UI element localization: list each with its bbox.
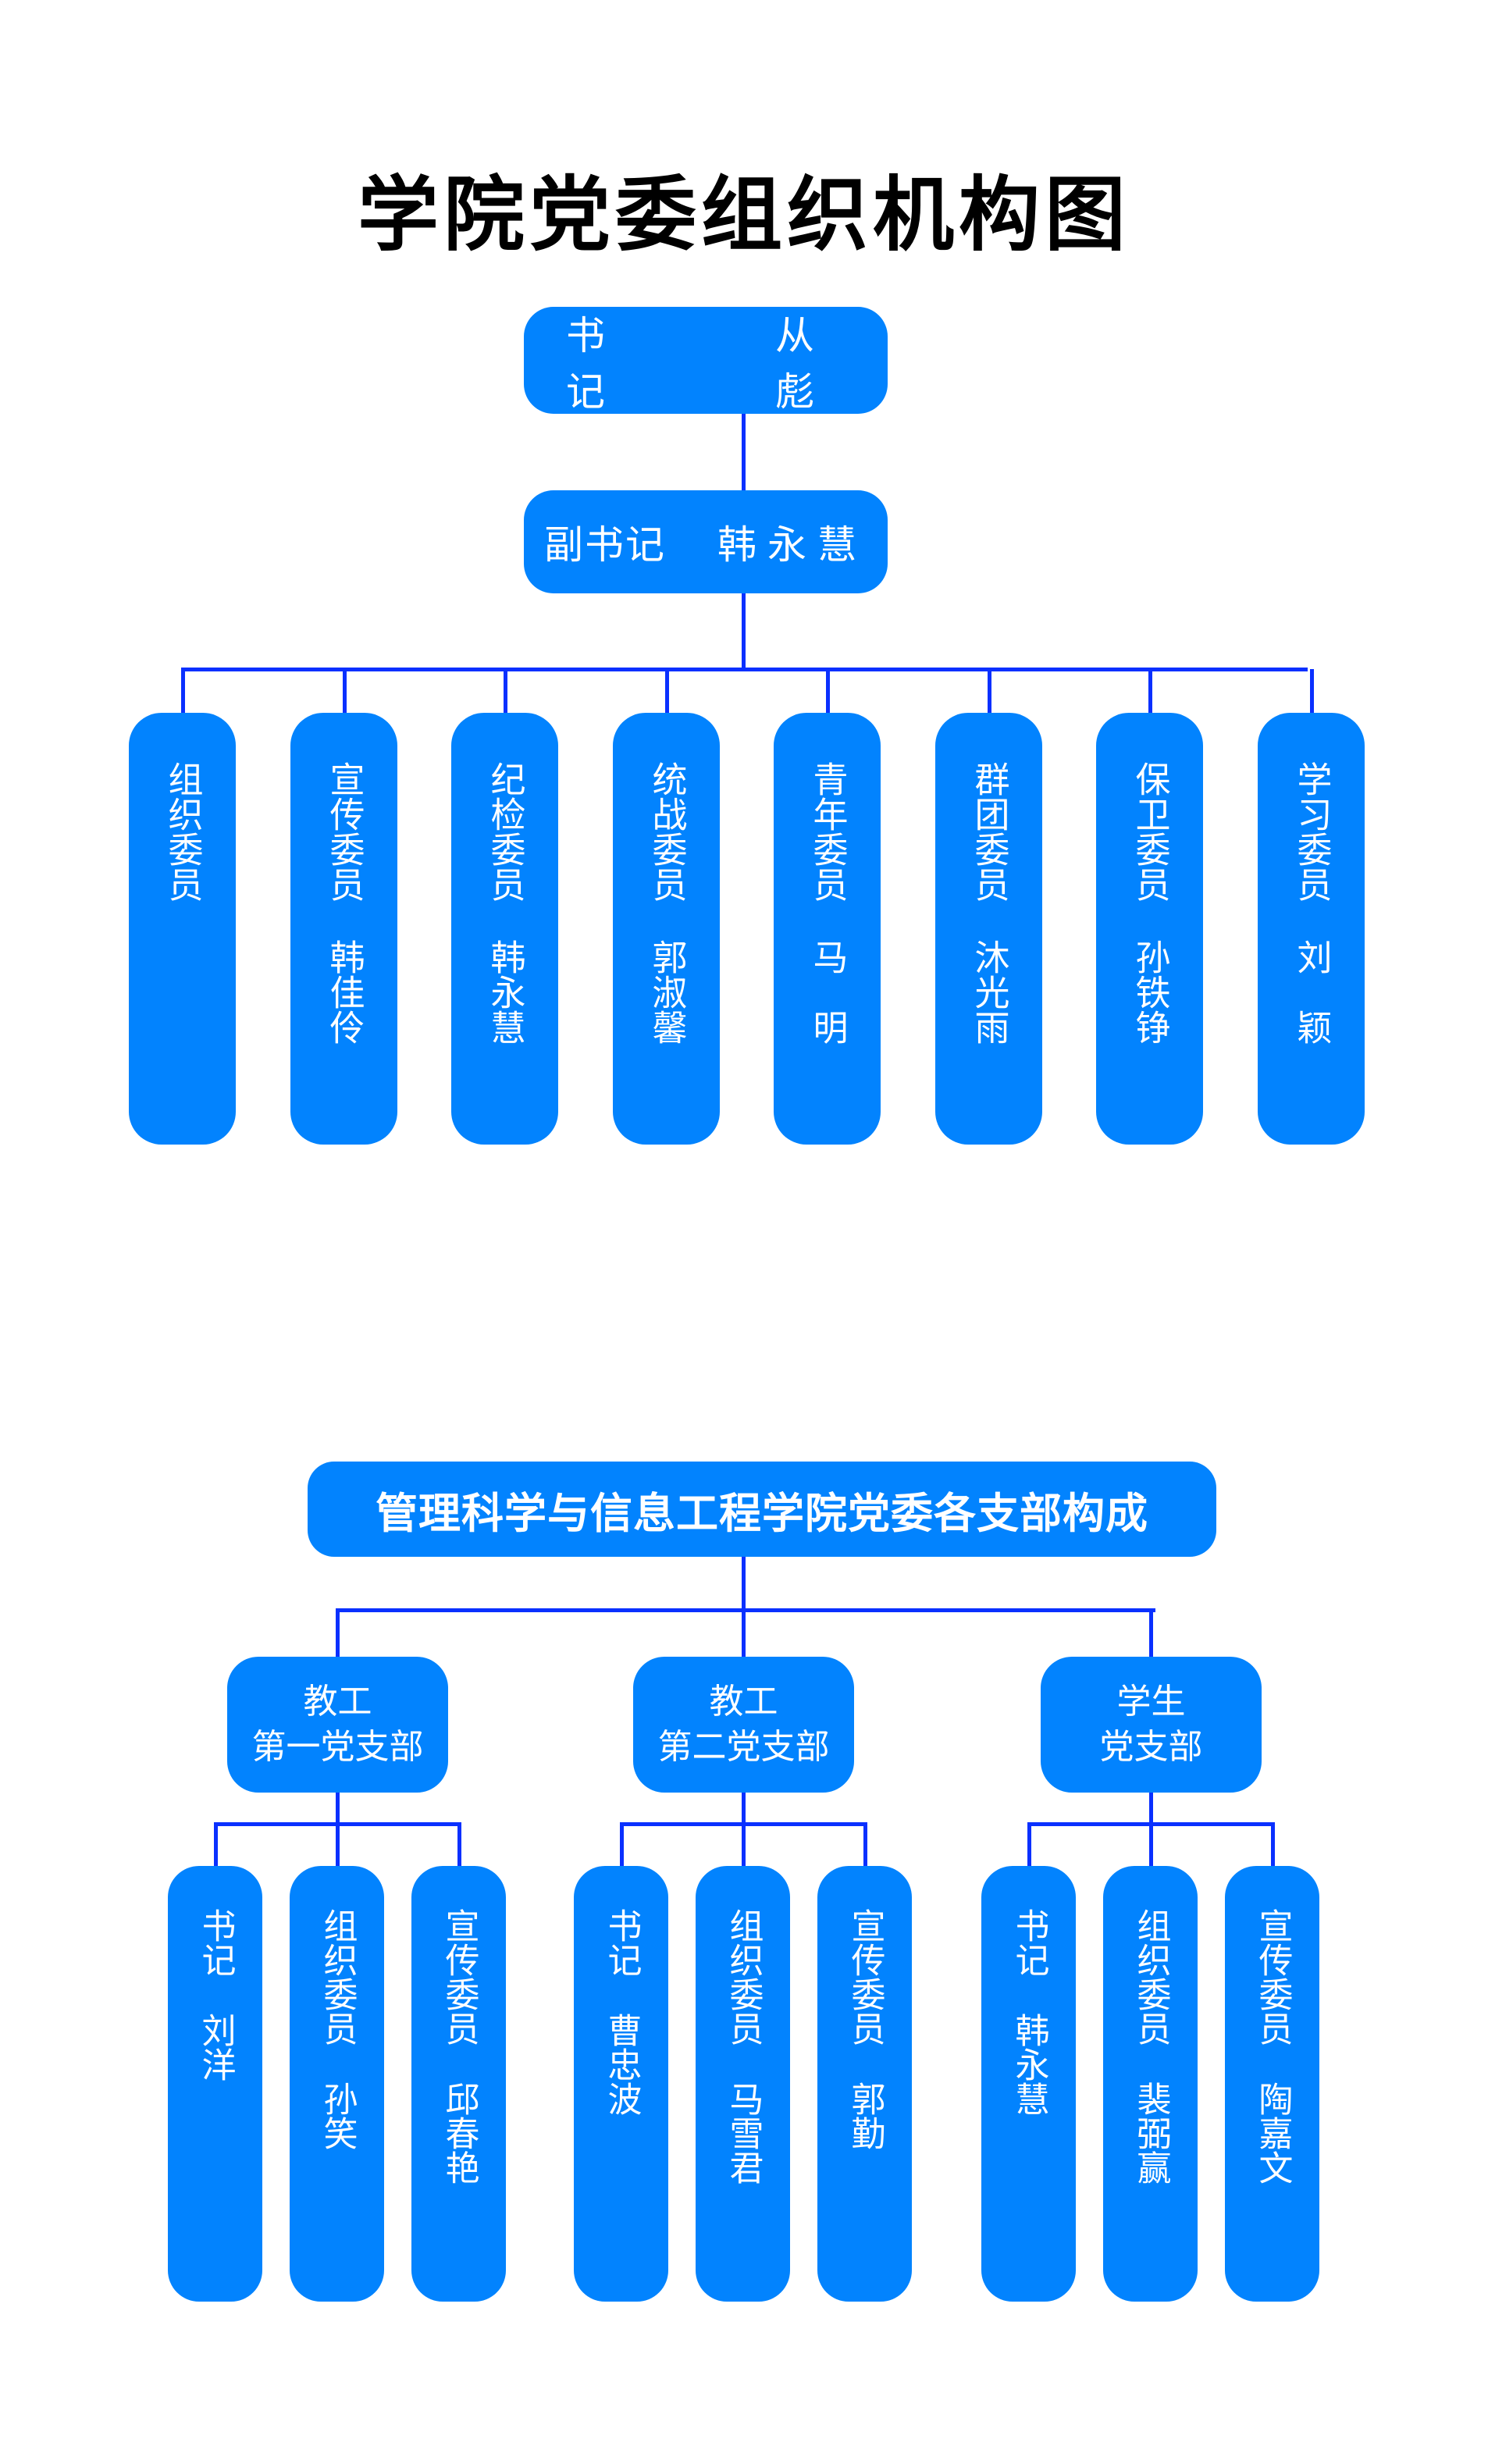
committee-member-box[interactable]: 青年委员马 明 bbox=[774, 713, 881, 1145]
member-role: 组织委员 bbox=[723, 1908, 764, 2046]
connector-committee bbox=[504, 669, 507, 713]
committee-member-box[interactable]: 纪检委员韩永慧 bbox=[451, 713, 558, 1145]
member-role: 书记 bbox=[601, 1908, 642, 1977]
member-role: 宣传委员 bbox=[1252, 1908, 1293, 2046]
connector-member bbox=[620, 1824, 624, 1869]
branch-member-box[interactable]: 宣传委员郭勤 bbox=[817, 1866, 912, 2302]
branch-member-box[interactable]: 书记刘洋 bbox=[168, 1866, 262, 2302]
committee-name: 郭淑馨 bbox=[646, 939, 688, 1045]
committee-role: 学习委员 bbox=[1290, 761, 1333, 902]
committee-role: 统战委员 bbox=[646, 761, 688, 902]
branch-name: 第二党支部 bbox=[657, 1727, 830, 1767]
committee-role: 群团委员 bbox=[968, 761, 1010, 902]
branches-title: 管理科学与信息工程学院党委各支部构成 bbox=[376, 1488, 1148, 1538]
connector-member bbox=[863, 1824, 867, 1869]
member-role: 书记 bbox=[195, 1908, 236, 1977]
branch-box[interactable]: 教工第二党支部 bbox=[633, 1657, 854, 1793]
member-name: 孙笑 bbox=[317, 2081, 358, 2150]
connector-branch-bus bbox=[1149, 1793, 1153, 1824]
branch-member-box[interactable]: 组织委员孙笑 bbox=[290, 1866, 384, 2302]
member-role: 组织委员 bbox=[317, 1908, 358, 2046]
connector-member bbox=[1027, 1824, 1031, 1869]
connector-committee bbox=[1310, 669, 1314, 713]
member-role: 宣传委员 bbox=[845, 1908, 885, 2046]
committee-name: 沐光雨 bbox=[968, 939, 1010, 1045]
branch-type: 教工 bbox=[709, 1682, 778, 1722]
connector-member bbox=[457, 1824, 461, 1869]
committee-member-box[interactable]: 群团委员沐光雨 bbox=[935, 713, 1042, 1145]
branches-bus bbox=[336, 1608, 1155, 1612]
member-role: 宣传委员 bbox=[439, 1908, 479, 2046]
member-name: 邱春艳 bbox=[439, 2081, 479, 2184]
connector-member bbox=[742, 1824, 746, 1869]
committee-role: 组织委员 bbox=[162, 761, 204, 902]
committee-member-box[interactable]: 学习委员刘 颖 bbox=[1258, 713, 1365, 1145]
committee-name: 马 明 bbox=[806, 939, 849, 1045]
committee-member-box[interactable]: 组织委员 bbox=[129, 713, 236, 1145]
secretary-name: 从 彪 bbox=[775, 312, 845, 415]
connector-committee bbox=[988, 669, 991, 713]
connector-branch-bus bbox=[742, 1793, 746, 1824]
committee-role: 宣传委员 bbox=[323, 761, 365, 902]
connector-committee bbox=[826, 669, 830, 713]
connector-member bbox=[1149, 1824, 1153, 1869]
connector-member bbox=[1271, 1824, 1275, 1869]
member-name: 刘洋 bbox=[195, 2013, 236, 2081]
branch-member-box[interactable]: 宣传委员邱春艳 bbox=[411, 1866, 506, 2302]
branch-member-box[interactable]: 书记曹忠波 bbox=[574, 1866, 668, 2302]
committee-name: 韩佳伶 bbox=[323, 939, 365, 1045]
connector-committee bbox=[343, 669, 347, 713]
deputy-name: 韩永慧 bbox=[717, 522, 867, 568]
committee-role: 青年委员 bbox=[806, 761, 849, 902]
deputy-secretary-box[interactable]: 副书记 韩永慧 bbox=[524, 490, 888, 593]
connector-committee bbox=[1148, 669, 1152, 713]
member-name: 裴弼赢 bbox=[1130, 2081, 1171, 2184]
branch-type: 教工 bbox=[303, 1682, 372, 1722]
member-name: 陶嘉文 bbox=[1252, 2081, 1293, 2184]
branch-type: 学生 bbox=[1116, 1682, 1186, 1722]
connector-deputy-bus bbox=[742, 593, 746, 671]
connector-branch bbox=[1149, 1610, 1153, 1665]
page-title: 学院党委组织机构图 bbox=[357, 167, 1130, 262]
branch-box[interactable]: 教工第一党支部 bbox=[227, 1657, 448, 1793]
committee-role: 保卫委员 bbox=[1129, 761, 1171, 902]
connector-committee bbox=[181, 669, 185, 713]
member-name: 郭勤 bbox=[845, 2081, 885, 2150]
deputy-role: 副书记 bbox=[544, 522, 666, 568]
branch-member-box[interactable]: 书记韩永慧 bbox=[981, 1866, 1076, 2302]
connector-member bbox=[336, 1824, 340, 1869]
branch-member-box[interactable]: 组织委员马雪君 bbox=[696, 1866, 790, 2302]
branches-title-box[interactable]: 管理科学与信息工程学院党委各支部构成 bbox=[308, 1462, 1216, 1557]
connector-branch bbox=[336, 1610, 340, 1665]
connector-secretary-deputy bbox=[742, 414, 746, 490]
branch-member-box[interactable]: 宣传委员陶嘉文 bbox=[1225, 1866, 1319, 2302]
committee-member-box[interactable]: 统战委员郭淑馨 bbox=[613, 713, 720, 1145]
committee-bus bbox=[181, 668, 1308, 671]
member-name: 马雪君 bbox=[723, 2081, 764, 2184]
committee-role: 纪检委员 bbox=[484, 761, 526, 902]
committee-member-box[interactable]: 保卫委员孙铁铮 bbox=[1096, 713, 1203, 1145]
secretary-role: 书 记 bbox=[566, 312, 636, 415]
member-role: 组织委员 bbox=[1130, 1908, 1171, 2046]
committee-name: 刘 颖 bbox=[1290, 939, 1333, 1045]
branch-box[interactable]: 学生党支部 bbox=[1041, 1657, 1262, 1793]
branch-member-box[interactable]: 组织委员裴弼赢 bbox=[1103, 1866, 1198, 2302]
member-role: 书记 bbox=[1009, 1908, 1049, 1977]
connector-committee bbox=[665, 669, 669, 713]
secretary-box[interactable]: 书 记 从 彪 bbox=[524, 307, 888, 415]
committee-member-box[interactable]: 宣传委员韩佳伶 bbox=[290, 713, 397, 1145]
member-name: 曹忠波 bbox=[601, 2013, 642, 2116]
connector-branch-bus bbox=[336, 1793, 340, 1824]
connector-title-bus bbox=[742, 1557, 746, 1610]
committee-name: 韩永慧 bbox=[484, 939, 526, 1045]
connector-branch bbox=[742, 1610, 746, 1665]
committee-name: 孙铁铮 bbox=[1129, 939, 1171, 1045]
branch-name: 党支部 bbox=[1099, 1727, 1203, 1767]
connector-member bbox=[214, 1824, 218, 1869]
member-name: 韩永慧 bbox=[1009, 2013, 1049, 2116]
branch-name: 第一党支部 bbox=[251, 1727, 424, 1767]
